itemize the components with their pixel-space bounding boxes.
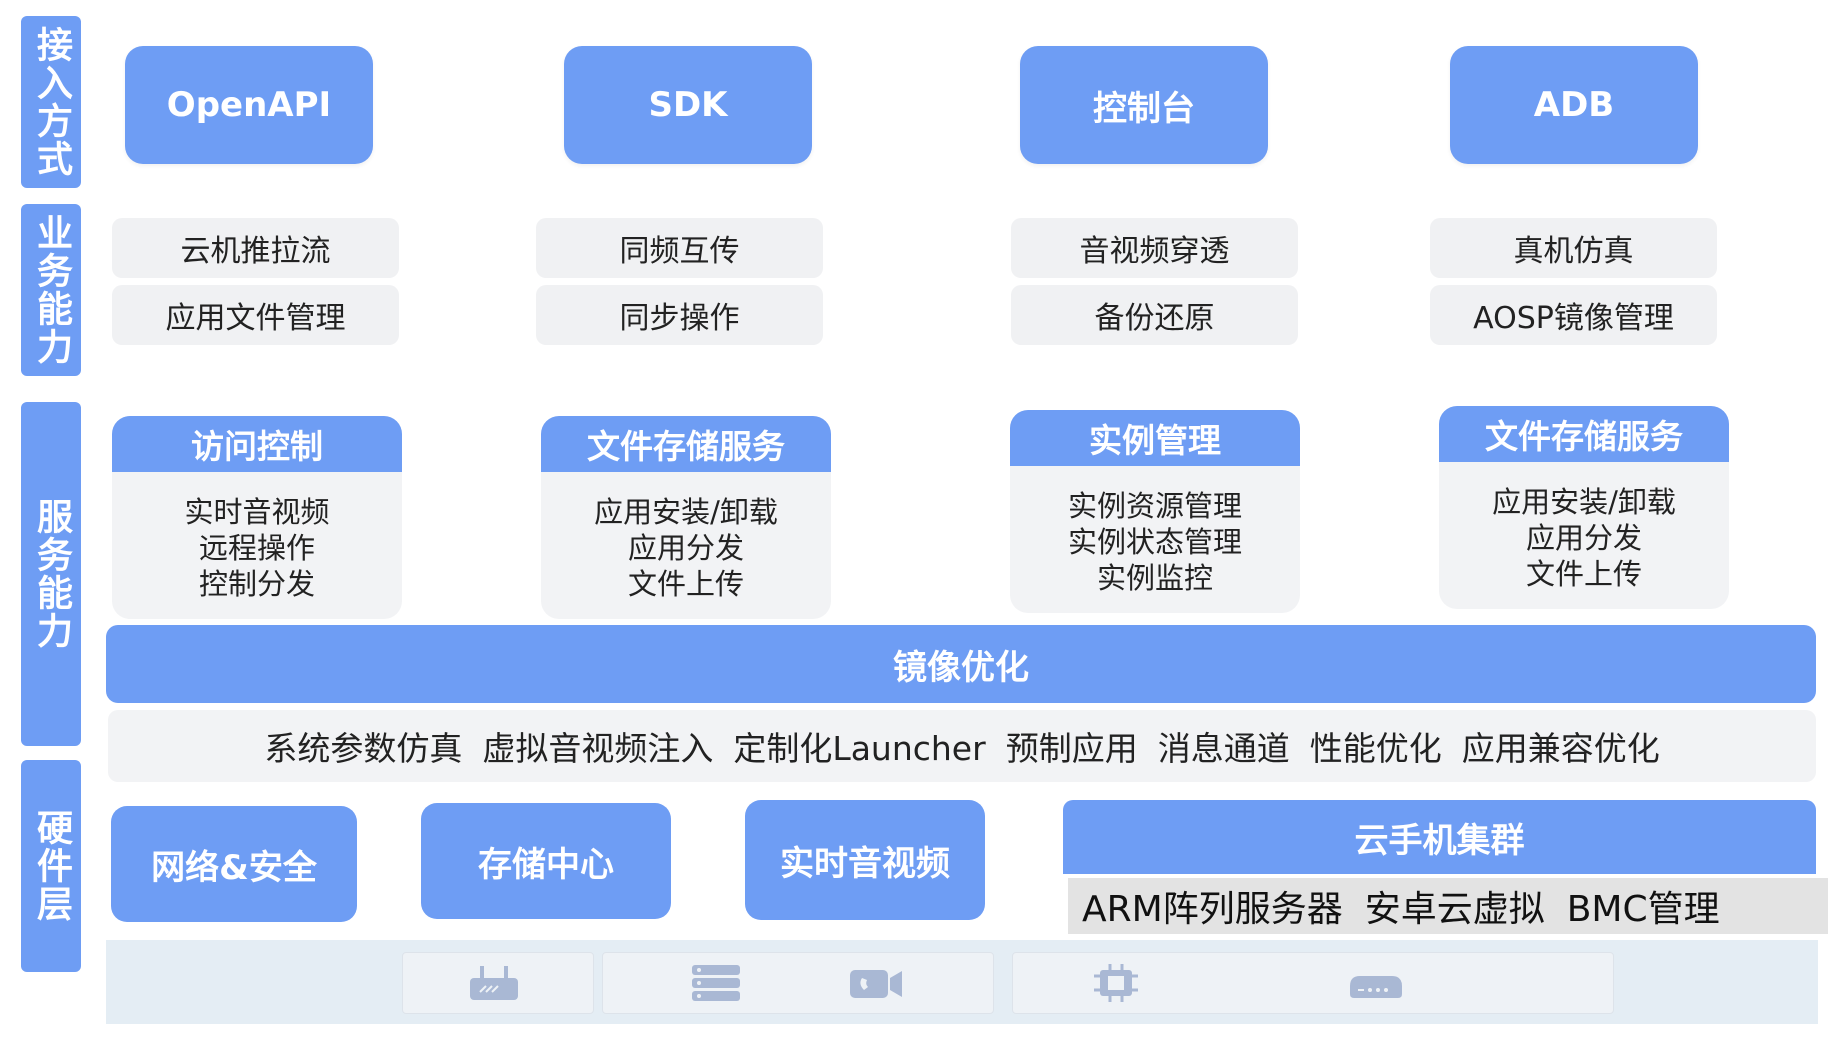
capability-item: 同频互传 <box>536 218 823 278</box>
service-item: 应用安装/卸载 <box>594 495 778 529</box>
service-item: 实例资源管理 <box>1067 489 1242 523</box>
optimization-item: 虚拟音视频注入 <box>482 729 714 768</box>
access-openapi-button[interactable]: OpenAPI <box>125 46 373 164</box>
access-adb-button[interactable]: ADB <box>1450 46 1698 164</box>
service-card-access-control: 访问控制 实时音视频 远程操作 控制分发 <box>112 416 402 619</box>
hardware-storage-center: 存储中心 <box>421 803 671 919</box>
service-card-title: 文件存储服务 <box>1439 406 1729 462</box>
layer-label-access: 接入方式 <box>21 16 81 188</box>
capability-item: 真机仿真 <box>1430 218 1717 278</box>
device-icon <box>1350 976 1402 998</box>
capability-item: 音视频穿透 <box>1011 218 1298 278</box>
capability-item: 同步操作 <box>536 285 823 345</box>
base-tile <box>602 952 994 1014</box>
service-item: 应用分发 <box>627 531 744 565</box>
service-item: 应用分发 <box>1525 521 1642 555</box>
server-icon <box>692 965 740 1001</box>
mirror-optimization-bar: 镜像优化 <box>106 625 1816 703</box>
service-card-file-storage-2: 文件存储服务 应用安装/卸载 应用分发 文件上传 <box>1439 406 1729 609</box>
service-card-file-storage: 文件存储服务 应用安装/卸载 应用分发 文件上传 <box>541 416 831 619</box>
capability-item: 云机推拉流 <box>112 218 399 278</box>
chip-icon <box>1094 964 1138 1002</box>
cloud-phone-cluster-title: 云手机集群 <box>1063 800 1816 874</box>
optimization-item: 消息通道 <box>1157 729 1290 768</box>
service-item: 文件上传 <box>1525 557 1642 591</box>
cluster-item: ARM阵列服务器 <box>1082 889 1343 930</box>
cloud-phone-cluster-items: ARM阵列服务器 安卓云虚拟 BMC管理 <box>1068 878 1828 934</box>
optimization-item: 预制应用 <box>1005 729 1138 768</box>
hardware-realtime-av: 实时音视频 <box>745 800 985 920</box>
layer-label-service: 服务能力 <box>21 402 81 746</box>
service-item: 实时音视频 <box>184 495 330 529</box>
optimization-item: 性能优化 <box>1309 729 1442 768</box>
service-card-items: 实例资源管理 实例状态管理 实例监控 <box>1010 488 1300 596</box>
optimization-item: 应用兼容优化 <box>1461 729 1660 768</box>
access-sdk-button[interactable]: SDK <box>564 46 812 164</box>
capability-item: AOSP镜像管理 <box>1430 285 1717 345</box>
mirror-optimization-items: 系统参数仿真 虚拟音视频注入 定制化Launcher 预制应用 消息通道 性能优… <box>108 710 1816 782</box>
service-card-instance-management: 实例管理 实例资源管理 实例状态管理 实例监控 <box>1010 410 1300 613</box>
access-console-button[interactable]: 控制台 <box>1020 46 1268 164</box>
layer-label-business: 业务能力 <box>21 204 81 376</box>
service-item: 实例监控 <box>1096 561 1213 595</box>
capability-item: 备份还原 <box>1011 285 1298 345</box>
service-card-title: 实例管理 <box>1010 410 1300 466</box>
service-item: 控制分发 <box>198 567 315 601</box>
service-card-title: 访问控制 <box>112 416 402 472</box>
infrastructure-base <box>106 940 1818 1024</box>
service-item: 远程操作 <box>198 531 315 565</box>
optimization-item: 系统参数仿真 <box>264 729 463 768</box>
video-call-icon <box>850 970 902 998</box>
service-card-items: 实时音视频 远程操作 控制分发 <box>112 494 402 602</box>
service-item: 文件上传 <box>627 567 744 601</box>
cluster-item: BMC管理 <box>1566 889 1720 930</box>
hardware-network-security: 网络&安全 <box>111 806 357 922</box>
capability-item: 应用文件管理 <box>112 285 399 345</box>
service-item: 应用安装/卸载 <box>1492 485 1676 519</box>
layer-label-hardware: 硬件层 <box>21 760 81 972</box>
router-icon <box>470 966 518 1000</box>
service-card-items: 应用安装/卸载 应用分发 文件上传 <box>541 494 831 602</box>
service-card-items: 应用安装/卸载 应用分发 文件上传 <box>1439 484 1729 592</box>
cluster-item: 安卓云虚拟 <box>1364 889 1545 930</box>
service-card-title: 文件存储服务 <box>541 416 831 472</box>
optimization-item: 定制化Launcher <box>733 729 986 768</box>
service-item: 实例状态管理 <box>1067 525 1242 559</box>
